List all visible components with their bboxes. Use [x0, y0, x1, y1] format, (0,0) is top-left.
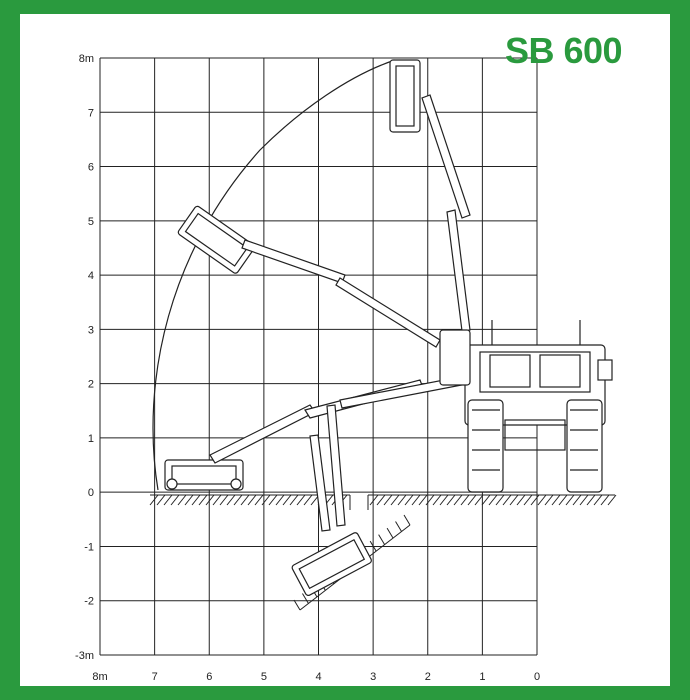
- y-tick-label: 1: [88, 433, 94, 445]
- y-tick-label: -1: [84, 541, 94, 553]
- x-tick-label: 2: [425, 671, 431, 683]
- x-tick-label: 8m: [92, 671, 107, 683]
- y-tick-label: 7: [88, 107, 94, 119]
- x-tick-label: 1: [479, 671, 485, 683]
- y-tick-label: 3: [88, 324, 94, 336]
- x-tick-label: 3: [370, 671, 376, 683]
- y-tick-label: 8m: [79, 53, 94, 65]
- mower-head: [164, 459, 244, 491]
- mower-head: [389, 59, 421, 133]
- y-tick-label: 0: [88, 487, 94, 499]
- x-tick-label: 5: [261, 671, 267, 683]
- ground-hatching-right: [368, 494, 617, 506]
- mower-position-ditch: [291, 404, 372, 596]
- y-tick-label: -2: [84, 596, 94, 608]
- grid: [99, 57, 538, 656]
- reach-envelope-arc: [152, 59, 396, 491]
- mower-position-raised-left: [177, 205, 441, 348]
- boom-arm: [309, 434, 331, 532]
- y-tick-label: 2: [88, 379, 94, 391]
- y-tick-label: -3m: [75, 650, 94, 662]
- mower-head: [177, 205, 256, 274]
- boom-arm: [209, 404, 316, 464]
- boom-arm: [241, 239, 346, 284]
- x-tick-label: 4: [315, 671, 321, 683]
- y-tick-label: 5: [88, 216, 94, 228]
- x-axis-labels: 8m 7 6 5 4 3 2 1 0: [92, 671, 540, 683]
- mower-position-vertical-top: [389, 59, 471, 332]
- tractor-rear-view: [439, 320, 613, 493]
- x-tick-label: 6: [206, 671, 212, 683]
- boom-arm: [421, 94, 471, 219]
- y-axis-labels: 8m 7 6 5 4 3 2 1 0 -1 -2 -3m: [75, 53, 94, 662]
- x-tick-label: 0: [534, 671, 540, 683]
- y-tick-label: 6: [88, 162, 94, 174]
- model-title: SB 600: [505, 30, 623, 71]
- x-tick-label: 7: [152, 671, 158, 683]
- y-tick-label: 4: [88, 270, 94, 282]
- mower-head: [291, 532, 372, 596]
